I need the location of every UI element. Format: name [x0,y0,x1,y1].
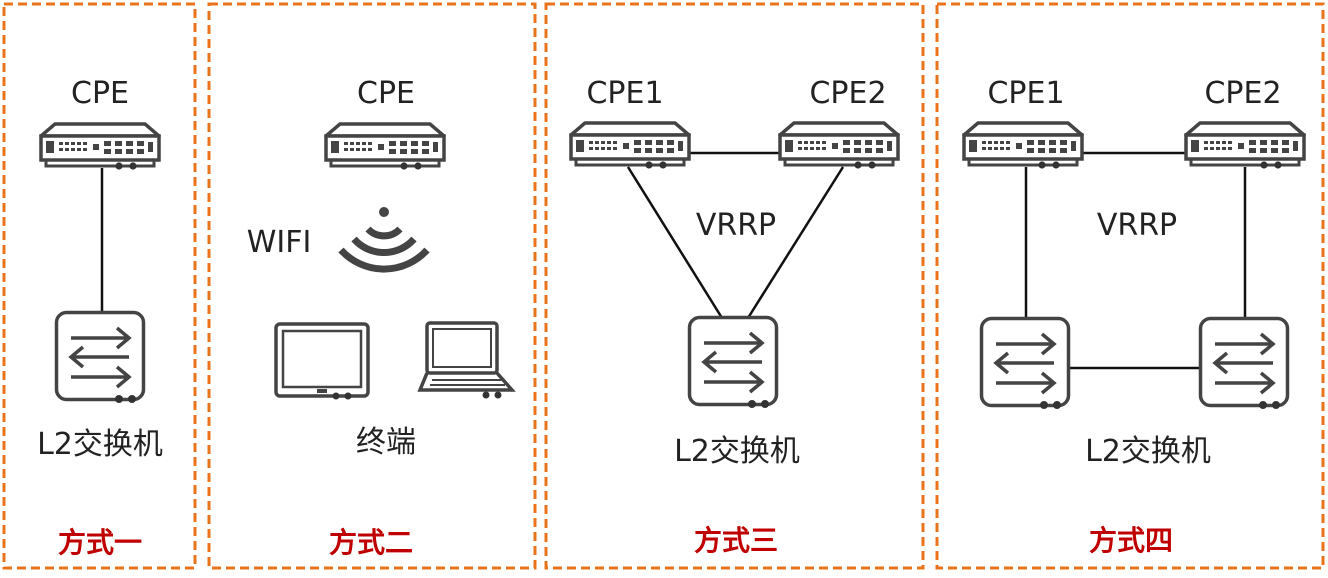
wifi-label: WIFI [247,225,312,260]
panel2-caption: 方式二 [329,526,413,559]
panel4-cpe2-label: CPE2 [1204,76,1281,111]
panel-2-border [207,2,537,570]
panel3-switch-label: L2交换机 [674,434,800,469]
laptop-icon [417,321,516,399]
link-line [626,166,724,319]
panel2-cpe-label: CPE [357,76,415,111]
panel3-vrrp-label: VRRP [696,208,776,243]
panel4-vrrp-label: VRRP [1097,208,1177,243]
panel-4-border [935,2,1325,570]
panel-3-border [544,2,925,570]
switch-icon [1198,316,1290,411]
panel4-cpe1-label: CPE1 [987,76,1064,111]
panel4-switch-label: L2交换机 [1085,434,1211,469]
switch-icon [979,316,1071,411]
panel1-caption: 方式一 [58,526,142,559]
switch-icon [687,315,779,410]
router-icon [962,121,1084,171]
router-icon [569,121,691,171]
router-icon [778,121,900,171]
router-icon [1184,121,1306,171]
tablet-icon [274,322,370,400]
panel1-cpe-label: CPE [71,76,129,111]
wifi-icon [338,207,430,273]
link-line [746,166,845,319]
switch-icon [54,310,146,405]
panel4-caption: 方式四 [1089,524,1173,557]
router-icon [39,122,161,172]
panel3-caption: 方式三 [694,524,778,557]
router-icon [324,122,446,172]
panel1-switch-label: L2交换机 [37,427,163,462]
panel3-cpe1-label: CPE1 [586,76,663,111]
panel3-cpe2-label: CPE2 [809,76,886,111]
terminal-label: 终端 [356,425,416,460]
